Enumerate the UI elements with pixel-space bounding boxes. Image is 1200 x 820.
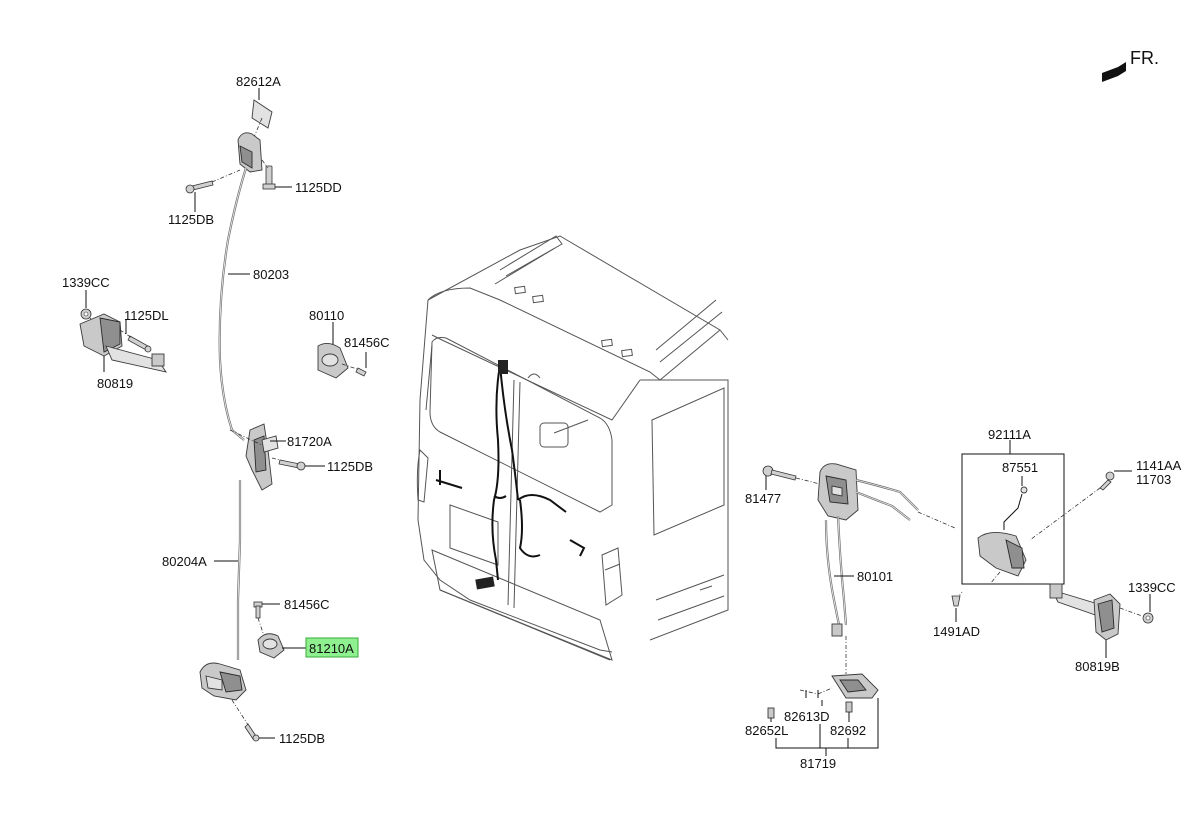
- part-label-87551[interactable]: 87551: [1002, 460, 1038, 475]
- part-label-1339cc-right[interactable]: 1339CC: [1128, 580, 1176, 595]
- bolt-1125db-bottom-icon: [244, 723, 260, 742]
- part-label-81456c-top[interactable]: 81456C: [344, 335, 390, 350]
- part-label-81720a[interactable]: 81720A: [287, 434, 332, 449]
- part-label-1125dl[interactable]: 1125DL: [124, 308, 169, 323]
- bolt-81456c-top-icon: [355, 367, 367, 377]
- bolt-1125dl-icon: [127, 335, 152, 353]
- part-label-80819b[interactable]: 80819B: [1075, 659, 1120, 674]
- selected-part-highlight: [305, 637, 359, 658]
- center-latch-bracket: [229, 423, 325, 491]
- upper-hinge-assembly: [185, 88, 292, 212]
- part-label-1125dd[interactable]: 1125DD: [295, 180, 342, 195]
- part-label-81719[interactable]: 81719: [800, 756, 836, 771]
- part-label-1141aa[interactable]: 1141AA: [1136, 458, 1182, 473]
- part-label-81210a[interactable]: 81210A: [309, 641, 354, 656]
- upper-striker-assembly: [317, 322, 367, 379]
- part-label-1491ad[interactable]: 1491AD: [933, 624, 980, 639]
- bolt-1125db-top-icon: [185, 180, 214, 194]
- bolt-1125db-mid-icon: [278, 459, 306, 471]
- part-label-80101[interactable]: 80101: [857, 569, 893, 584]
- bolt-1141aa-icon: [1099, 471, 1115, 491]
- part-label-1125db-bottom[interactable]: 1125DB: [279, 731, 325, 746]
- bolt-1125dd-icon: [262, 165, 276, 190]
- bolt-81456c-bottom-icon: [253, 601, 263, 619]
- lower-latch-assembly: [199, 601, 306, 742]
- part-label-80110[interactable]: 80110: [309, 308, 344, 323]
- part-label-80204a[interactable]: 80204A: [162, 554, 207, 569]
- front-label: FR.: [1130, 48, 1159, 68]
- part-label-82612a[interactable]: 82612A: [236, 74, 281, 89]
- bolt-81477-icon: [762, 465, 797, 481]
- front-arrow-icon: [1102, 62, 1126, 82]
- part-label-1125db-mid[interactable]: 1125DB: [327, 459, 373, 474]
- part-label-80819[interactable]: 80819: [97, 376, 133, 391]
- part-label-1339cc-left[interactable]: 1339CC: [62, 275, 110, 290]
- part-label-80203[interactable]: 80203: [253, 267, 289, 282]
- van-rear-body-illustration: [416, 235, 729, 661]
- part-labels: 82612A 1125DD 1125DB 80203 1339CC 1125DL…: [62, 74, 1182, 771]
- part-label-81456c-bottom[interactable]: 81456C: [284, 597, 330, 612]
- outside-handle-assembly: [951, 440, 1132, 622]
- front-direction-indicator: FR.: [1102, 48, 1159, 82]
- part-label-82692[interactable]: 82692: [830, 723, 866, 738]
- part-label-82613d[interactable]: 82613D: [784, 709, 830, 724]
- door-check-left: [79, 290, 167, 373]
- part-label-81477[interactable]: 81477: [745, 491, 781, 506]
- door-cable-assembly: [214, 167, 250, 660]
- part-label-1125db-top[interactable]: 1125DB: [168, 212, 214, 227]
- part-label-11703[interactable]: 11703: [1136, 472, 1171, 487]
- bolt-1491ad-icon: [951, 595, 961, 607]
- rear-door-latch-assembly: [762, 463, 956, 756]
- part-label-82652l[interactable]: 82652L: [745, 723, 788, 738]
- part-label-92111a[interactable]: 92111A: [988, 427, 1031, 442]
- door-check-right: [1049, 583, 1154, 658]
